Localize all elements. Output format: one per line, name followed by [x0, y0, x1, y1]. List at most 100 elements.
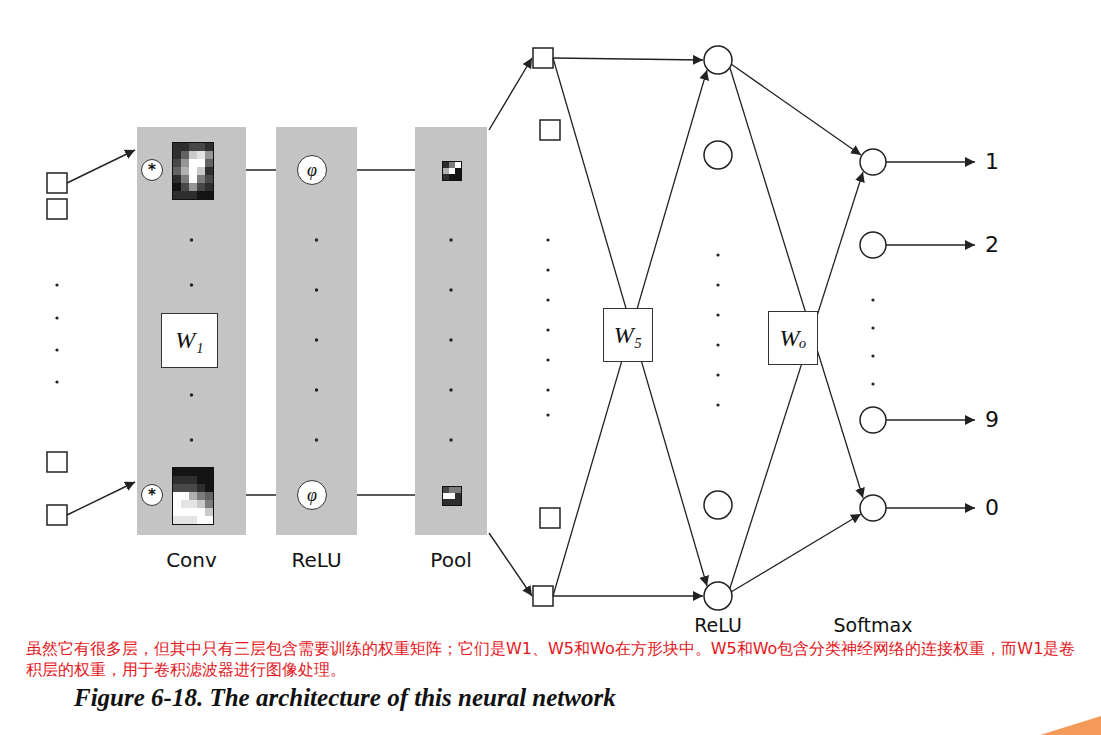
layer-label: ReLU — [694, 614, 742, 636]
weight-label: W₅ — [614, 322, 642, 349]
filter-pixel — [205, 476, 213, 484]
filter-pixel — [189, 159, 197, 167]
filter-pixel — [449, 487, 455, 493]
filter-image — [172, 467, 214, 525]
output-neurons — [860, 495, 886, 521]
filter-pixel — [181, 167, 189, 175]
filter-pixel — [197, 151, 205, 159]
layer-band: Conv*W₁* — [137, 127, 246, 535]
label-holder: 1 — [985, 149, 999, 174]
flatten-lines — [489, 533, 532, 596]
ellipsis-dot — [449, 338, 452, 341]
filter-pixel — [189, 183, 197, 191]
hidden-neurons — [704, 46, 732, 610]
band-heading: Conv — [166, 548, 217, 572]
ellipsis-dot — [315, 288, 318, 291]
annotation-note: 虽然它有很多层，但其中只有三层包含需要训练的权重矩阵；它们是W1、W5和Wo在方… — [26, 639, 1075, 679]
input-squares — [47, 173, 67, 193]
layer-band: Pool — [415, 127, 487, 535]
output-arrows — [886, 162, 975, 508]
ellipsis-dots — [546, 328, 549, 331]
flatten-squares — [533, 48, 553, 68]
flatten-squares — [533, 586, 553, 606]
filter-pixel — [181, 191, 189, 199]
pooled-image — [442, 161, 462, 181]
filter-pixel — [197, 191, 205, 199]
ellipsis-dots — [546, 358, 549, 361]
filter-pixel — [205, 151, 213, 159]
ellipsis-dot — [449, 388, 452, 391]
ellipsis-dots — [546, 388, 549, 391]
filter-pixel — [173, 159, 181, 167]
filter-pixel — [173, 484, 181, 492]
ellipsis-dots — [716, 403, 719, 406]
filter-pixel — [197, 516, 205, 524]
output-neurons — [860, 149, 886, 175]
filter-pixel — [173, 175, 181, 183]
filter-pixel — [455, 487, 461, 493]
output-layer-connections — [731, 64, 861, 155]
input-squares — [47, 199, 67, 219]
filter-image — [172, 142, 214, 200]
filter-pixel — [181, 508, 189, 516]
filter-pixel — [443, 487, 449, 493]
class-label: 2 — [985, 232, 999, 257]
filter-pixel — [197, 183, 205, 191]
filter-pixel — [197, 143, 205, 151]
filter-pixel — [189, 468, 197, 476]
filter-pixel — [205, 175, 213, 183]
output-arrows — [886, 161, 975, 162]
hidden-neurons — [704, 582, 732, 610]
label-holder: 虽然它有很多层，但其中只有三层包含需要训练的权重矩阵；它们是W1、W5和Wo在方… — [26, 638, 1088, 680]
filter-pixel — [205, 516, 213, 524]
ellipsis-dot — [449, 438, 452, 441]
ellipsis-dot — [190, 238, 193, 241]
ellipsis-dots — [871, 298, 874, 301]
filter-pixel — [449, 499, 455, 505]
label-holder: 2 — [985, 232, 999, 257]
filter-pixel — [189, 175, 197, 183]
filter-pixel — [449, 168, 455, 174]
layer-label: Softmax — [834, 614, 913, 636]
label-holder: 0 — [985, 495, 999, 520]
filter-pixel — [189, 508, 197, 516]
filter-pixel — [197, 175, 205, 183]
ellipsis-dots — [55, 283, 58, 286]
flatten-lines — [489, 58, 532, 130]
filter-pixel — [173, 151, 181, 159]
filter-pixel — [181, 492, 189, 500]
filter-pixel — [173, 476, 181, 484]
class-label: 9 — [985, 407, 999, 432]
filter-pixel — [205, 468, 213, 476]
filter-pixel — [189, 516, 197, 524]
filter-pixel — [173, 143, 181, 151]
ellipsis-dots — [716, 283, 719, 286]
layer-band: ReLUφφ — [276, 127, 357, 535]
filter-pixel — [189, 191, 197, 199]
filter-pixel — [173, 500, 181, 508]
ellipsis-dot — [315, 388, 318, 391]
input-squares — [47, 505, 67, 525]
figure-caption: Figure 6-18. The architecture of this ne… — [74, 684, 616, 711]
filter-pixel — [443, 168, 449, 174]
layer-name: Pool — [430, 548, 471, 572]
filter-pixel — [189, 492, 197, 500]
filter-pixel — [205, 167, 213, 175]
output-layer-connections — [730, 172, 863, 588]
ellipsis-dots — [546, 413, 549, 416]
hidden-layer-connections — [553, 58, 707, 586]
ellipsis-dot — [315, 338, 318, 341]
filter-pixel — [181, 476, 189, 484]
output-layer-connections — [730, 64, 863, 592]
hidden-layer-connections — [553, 595, 703, 596]
filter-pixel — [205, 191, 213, 199]
filter-pixel — [173, 183, 181, 191]
filter-pixel — [205, 159, 213, 167]
ellipsis-dot — [315, 438, 318, 441]
weight-box: W₁ — [161, 313, 218, 368]
output-arrows — [886, 507, 975, 508]
filter-pixel — [189, 143, 197, 151]
ellipsis-dot — [190, 393, 193, 396]
filter-frame — [443, 487, 462, 506]
